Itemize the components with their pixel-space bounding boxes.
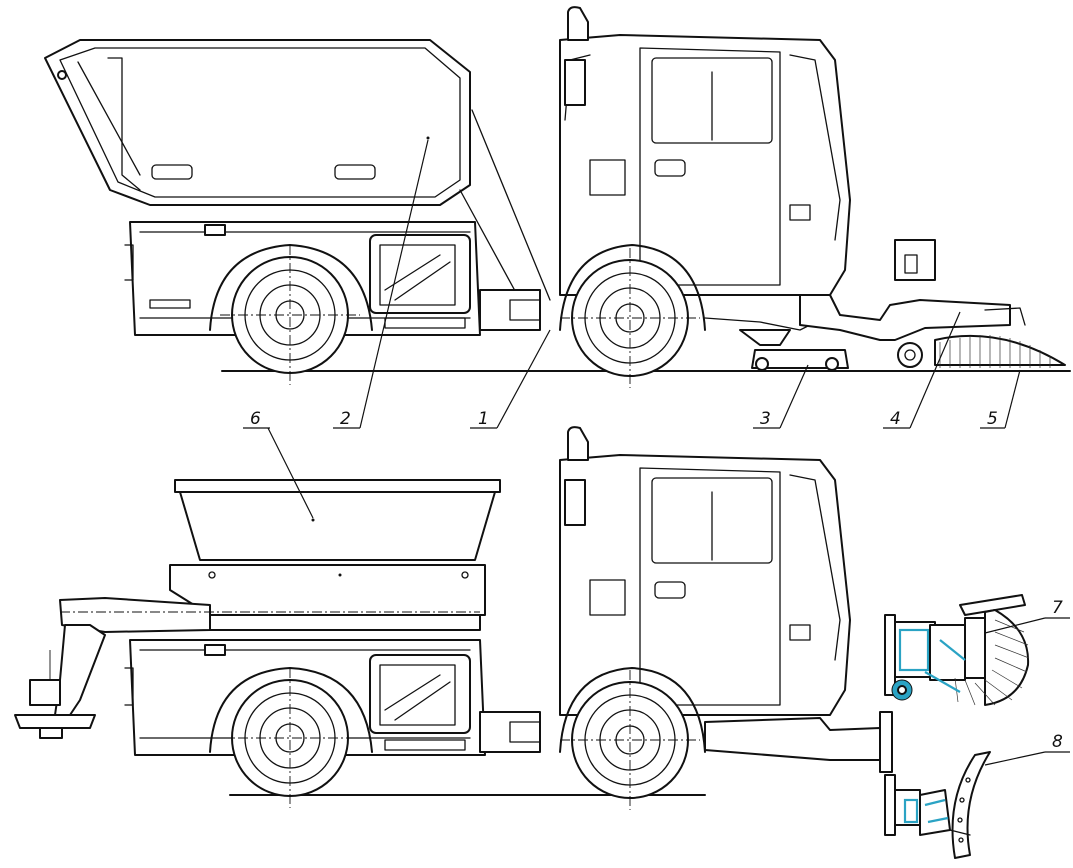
callout-2: 2 <box>333 139 429 429</box>
attachment-plow <box>884 751 991 859</box>
sweeper-truck <box>44 6 1071 388</box>
callout-1: 1 <box>470 329 551 429</box>
spreader-hopper <box>169 479 501 631</box>
callout-8: 8 <box>984 732 1070 766</box>
rear-wheel-bottom <box>209 667 373 808</box>
rear-wheel-top <box>209 244 373 385</box>
callout-label-8: 8 <box>1052 732 1063 752</box>
hopper-body <box>44 39 551 301</box>
front-wheel-bottom <box>559 667 706 810</box>
callout-label-2: 2 <box>340 409 351 429</box>
front-wheel-top <box>559 244 706 388</box>
front-mount-plate <box>704 711 893 773</box>
brush-bristles-top <box>939 335 1051 368</box>
callout-3: 3 <box>753 364 809 429</box>
cab-bottom <box>559 426 851 716</box>
callout-label-4: 4 <box>890 409 901 429</box>
callout-label-7: 7 <box>1052 598 1063 618</box>
callout-6: 6 <box>243 409 314 519</box>
callout-label-3: 3 <box>760 409 771 429</box>
callout-7: 7 <box>984 598 1070 634</box>
rear-spinner-arm <box>14 597 480 739</box>
suction-nozzle <box>704 317 849 371</box>
callouts: 1 2 3 4 5 6 <box>243 139 1070 766</box>
callout-4: 4 <box>883 311 961 429</box>
attachment-brush <box>884 594 1030 706</box>
callout-label-1: 1 <box>478 409 489 429</box>
callout-label-6: 6 <box>250 409 261 429</box>
spreader-truck <box>14 426 893 810</box>
brush-bristles-side <box>954 619 1030 706</box>
front-brush-assembly <box>799 239 1066 368</box>
callout-5: 5 <box>980 369 1021 429</box>
callout-label-5: 5 <box>987 409 998 429</box>
